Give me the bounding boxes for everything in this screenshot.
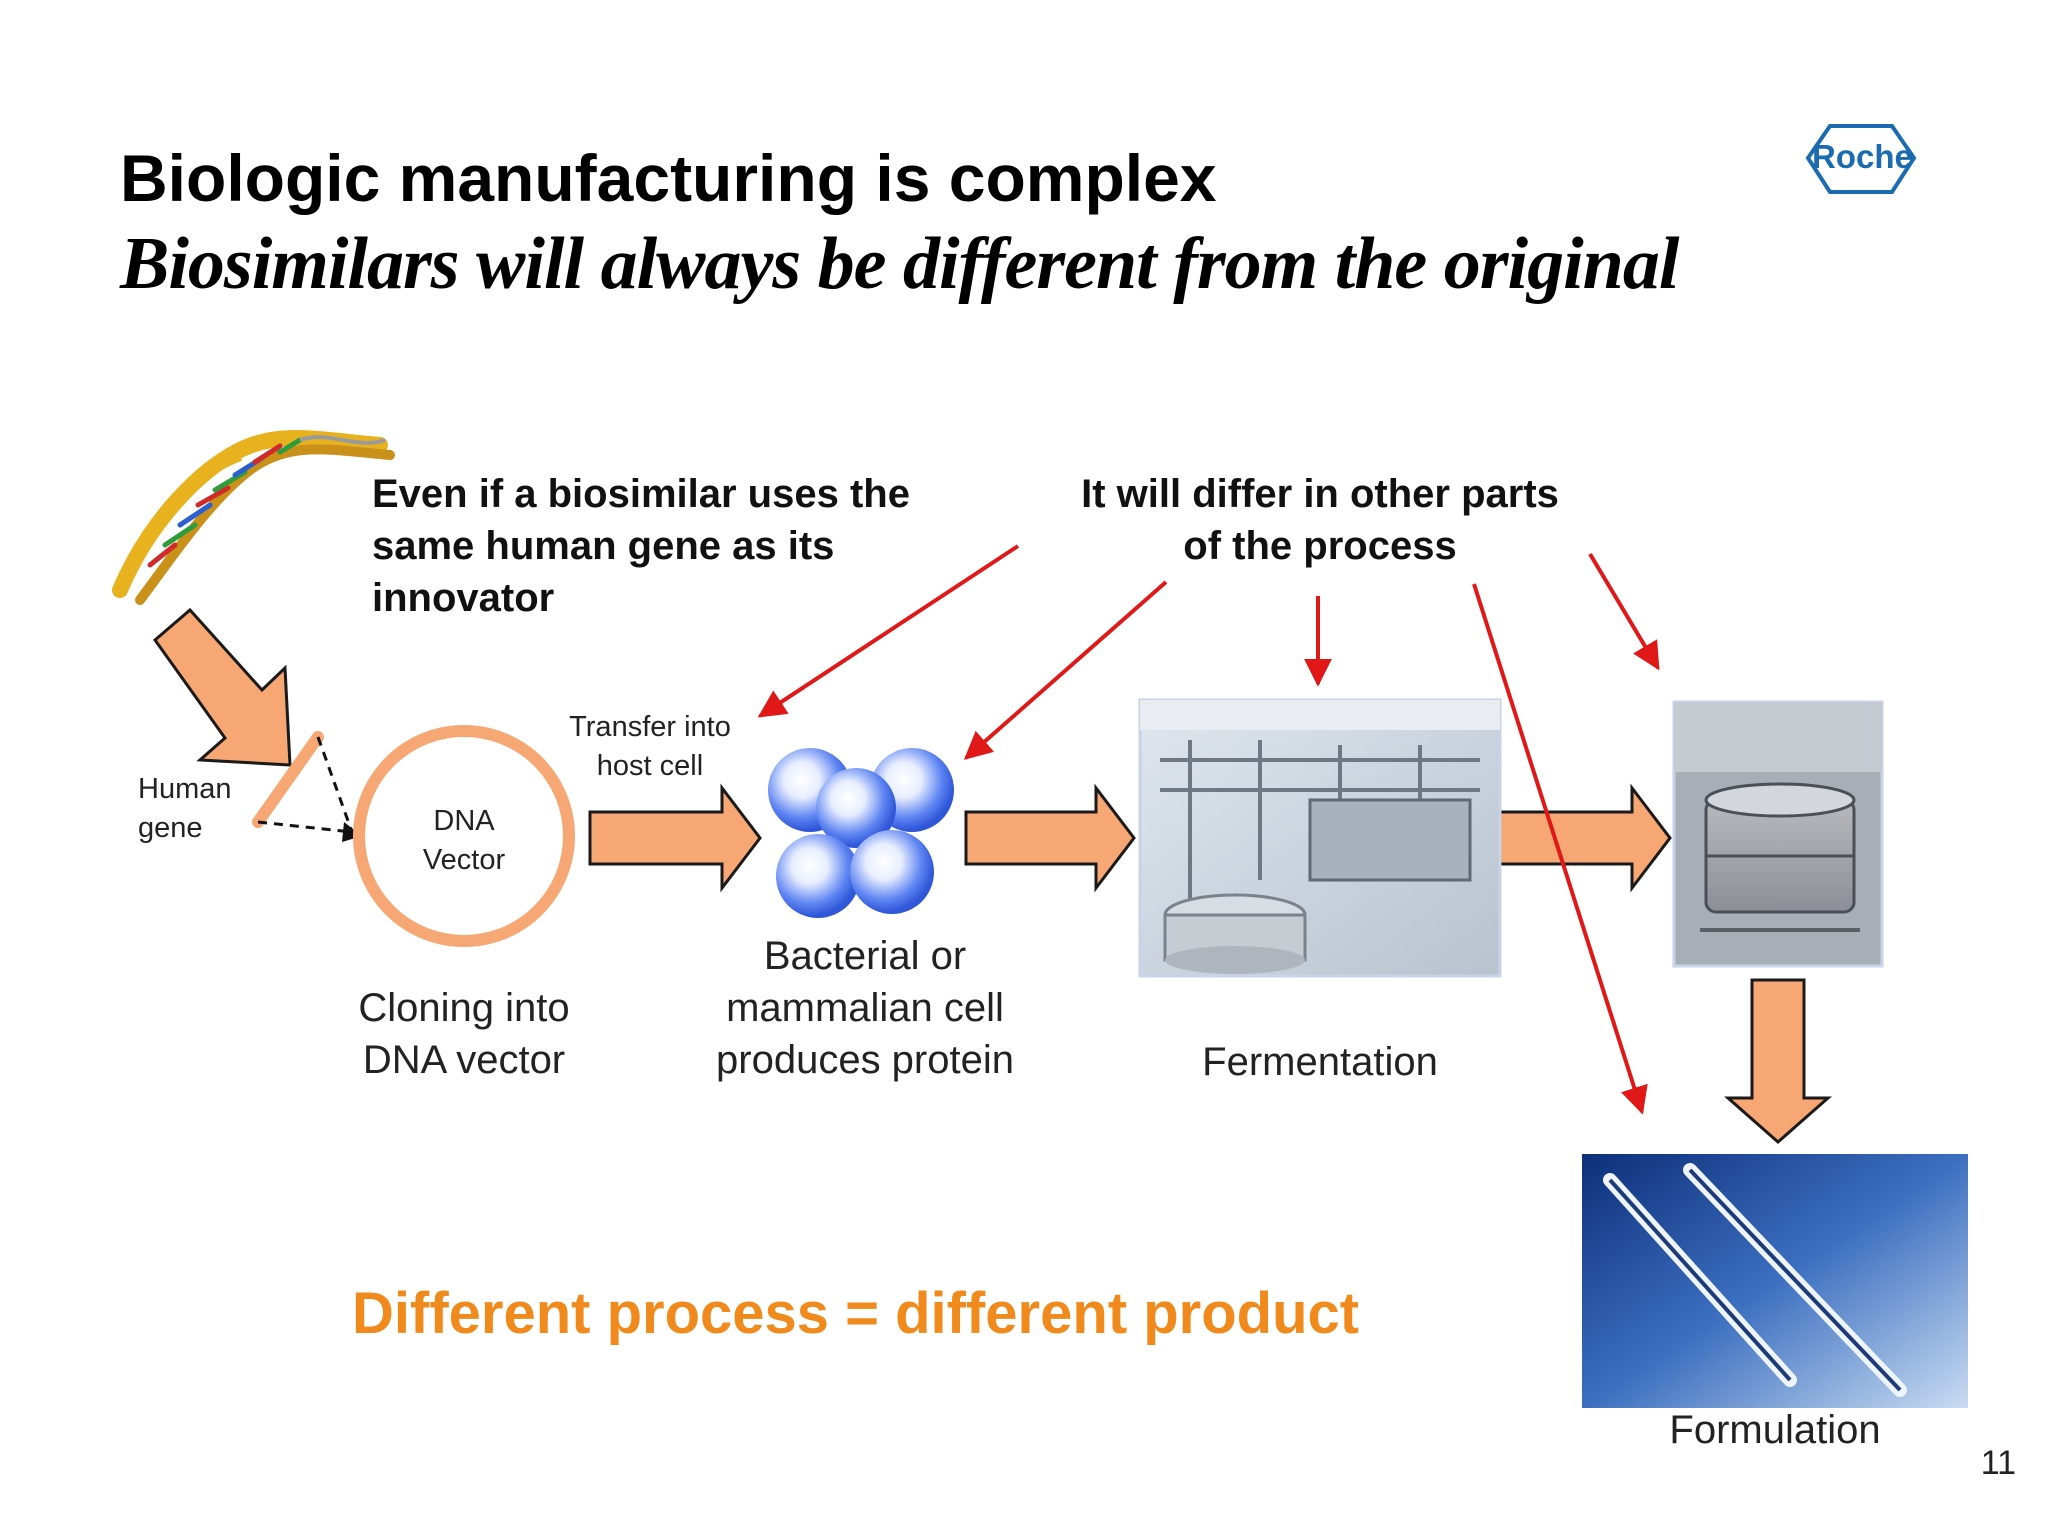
dna-vector-label-line: Vector <box>422 844 506 876</box>
cell-cluster-icon <box>768 748 954 918</box>
process-note: It will differ in other parts of the pro… <box>1070 468 1570 572</box>
dna-vector-ring <box>353 725 575 947</box>
human-gene-label-line: gene <box>138 812 203 844</box>
transfer-label: Transfer into host cell <box>560 708 740 786</box>
gene-insert-arrow <box>152 607 292 767</box>
slide-title: Biologic manufacturing is complex <box>120 141 1217 215</box>
flow-arrow-1 <box>588 783 762 893</box>
fermentation-label: Fermentation <box>1202 1040 1438 1084</box>
slide-subtitle: Biosimilars will always be different fro… <box>120 223 1679 305</box>
flow-arrow-2 <box>964 783 1136 893</box>
roche-logo-text: Roche <box>1812 138 1913 175</box>
difference-annotation-arrows <box>757 544 1660 1115</box>
transfer-label-line: host cell <box>596 750 704 782</box>
transfer-label-line: Transfer into <box>569 711 731 743</box>
cell-label-line: mammalian cell <box>726 986 1004 1030</box>
flow-arrow-down <box>1724 978 1832 1144</box>
cell-label-line: Bacterial or <box>763 934 967 978</box>
gene-note-line: Even if a biosimilar uses the <box>372 472 910 516</box>
fermentation-photo <box>1138 698 1502 978</box>
process-note-line: It will differ in other parts <box>1081 472 1559 516</box>
page-number: 11 <box>1980 1444 2016 1482</box>
human-gene-label: Human gene <box>138 770 232 848</box>
gene-note-line: innovator <box>372 576 555 620</box>
human-gene-label-line: Human <box>138 773 232 805</box>
roche-logo-icon <box>1805 124 1917 194</box>
cloning-label-line: DNA vector <box>362 1038 566 1082</box>
dna-helix-icon <box>112 430 395 605</box>
tagline: Different process = different product <box>352 1281 1360 1346</box>
purification-photo <box>1672 700 1884 968</box>
cloning-label-line: Cloning into <box>358 986 570 1030</box>
dna-vector-label: DNA Vector <box>404 802 524 880</box>
cell-label-line: produces protein <box>716 1038 1014 1082</box>
dna-vector-label-line: DNA <box>433 805 495 837</box>
cloning-label: Cloning into DNA vector <box>330 982 598 1086</box>
process-note-line: of the process <box>1183 524 1457 568</box>
formulation-label: Formulation <box>1669 1408 1881 1452</box>
flow-arrow-3 <box>1498 783 1672 893</box>
formulation-photo <box>1582 1154 1968 1408</box>
gene-note-line: same human gene as its <box>372 524 835 568</box>
cell-label: Bacterial or mammalian cell produces pro… <box>700 930 1030 1086</box>
gene-note: Even if a biosimilar uses the same human… <box>372 468 910 624</box>
